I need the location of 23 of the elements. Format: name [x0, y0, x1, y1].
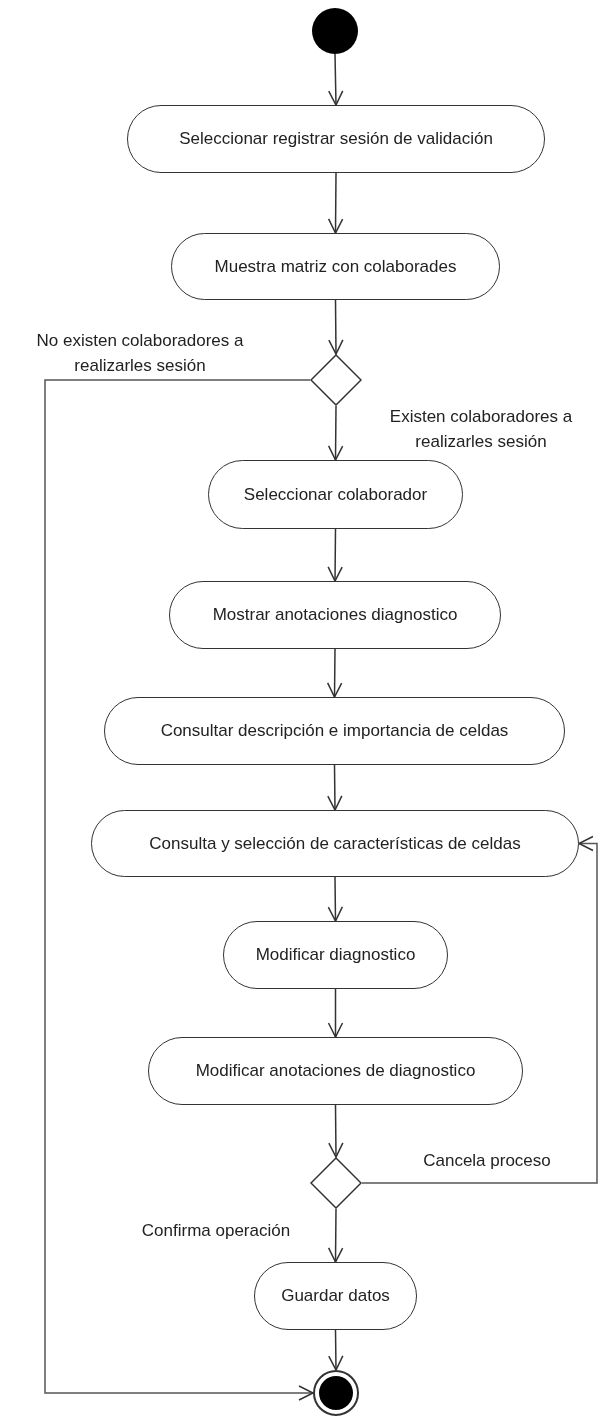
- activity-label: Mostrar anotaciones diagnostico: [212, 604, 458, 626]
- arrow: [327, 1208, 344, 1263]
- activity-label: Muestra matriz con colaborades: [214, 255, 457, 278]
- activity-label: Modificar anotaciones de diagnostico: [195, 1060, 476, 1082]
- activity-label: Seleccionar registrar sesión de validación: [179, 128, 493, 150]
- arrow: [326, 648, 343, 698]
- activity-label: Guardar datos: [281, 1285, 390, 1307]
- arrow: [328, 1104, 344, 1158]
- arrow: [328, 1329, 344, 1371]
- arrow: [44, 379, 314, 1401]
- activity-label: Consultar descripción e importancia de celdas: [160, 720, 509, 742]
- arrow: [327, 405, 344, 461]
- arrow: [327, 876, 344, 922]
- activity-label: Modificar diagnostico: [255, 944, 416, 966]
- activity-label: Consulta y selección de características de celdas: [149, 832, 521, 855]
- arrow: [327, 172, 344, 234]
- arrow: [327, 764, 343, 811]
- arrow: [328, 53, 344, 106]
- arrow: [361, 835, 598, 1184]
- arrow: [327, 988, 344, 1038]
- arrow: [328, 299, 344, 355]
- activity-label: Seleccionar colaborador: [243, 483, 428, 506]
- arrow: [327, 528, 343, 582]
